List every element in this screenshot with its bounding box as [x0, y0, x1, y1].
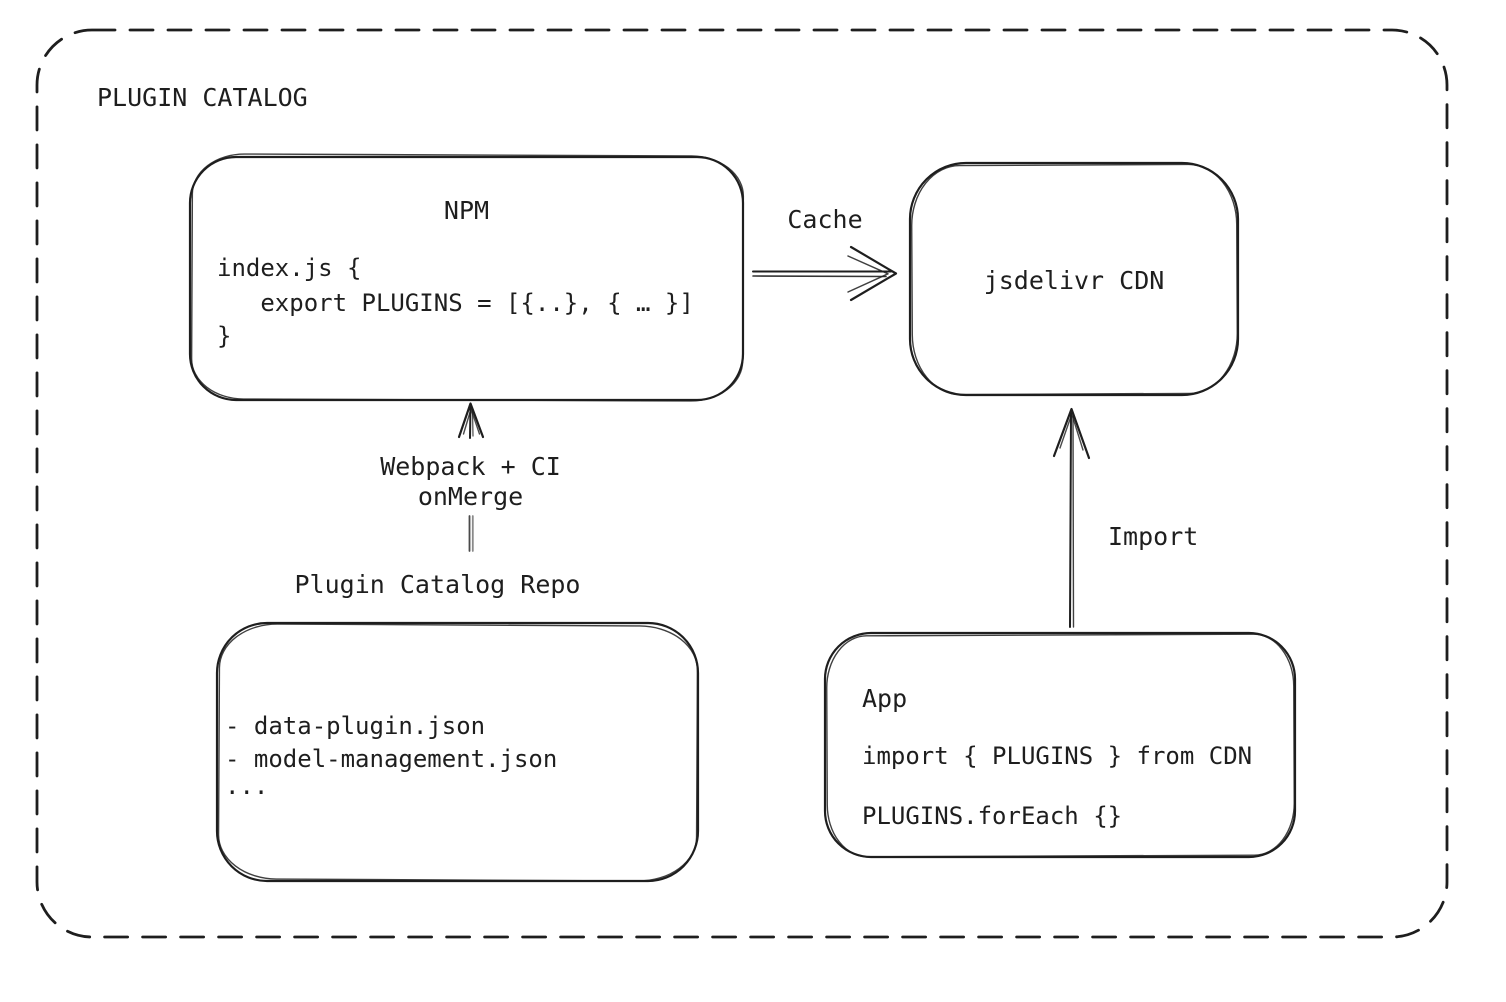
- cdn-box-shape: [908, 161, 1240, 397]
- cdn-node-label: jsdelivr CDN: [983, 266, 1165, 295]
- npm-code-line-3: }: [217, 322, 232, 350]
- webpack-arrow-head: [457, 402, 485, 439]
- repo-node-title: Plugin Catalog Repo: [294, 570, 581, 599]
- app-code-line-1: import { PLUGINS } from CDN: [862, 742, 1253, 770]
- repo-box-shape: [215, 621, 700, 883]
- webpack-edge-label-line2: onMerge: [417, 482, 524, 511]
- npm-node-title: NPM: [443, 196, 490, 225]
- repo-item-2: - model-management.json: [225, 745, 558, 773]
- outer-dashed-border: [35, 28, 1449, 939]
- repo-item-3: ...: [225, 772, 269, 800]
- npm-code-line-2: export PLUGINS = [{..}, { … }]: [217, 289, 694, 317]
- npm-box-shape: [188, 153, 745, 402]
- webpack-arrow-tail: [468, 515, 474, 552]
- cache-edge-label: Cache: [787, 205, 863, 234]
- app-code-line-2: PLUGINS.forEach {}: [862, 802, 1123, 830]
- import-edge-label: Import: [1108, 522, 1199, 551]
- diagram-title: PLUGIN CATALOG: [97, 83, 308, 112]
- webpack-edge-label-line1: Webpack + CI: [380, 452, 561, 481]
- cache-arrow: [752, 245, 898, 302]
- repo-item-1: - data-plugin.json: [225, 712, 486, 740]
- npm-code-line-1: index.js {: [217, 254, 362, 282]
- app-node-title: App: [862, 684, 908, 713]
- app-box-shape: [823, 631, 1297, 859]
- import-arrow: [1052, 407, 1091, 628]
